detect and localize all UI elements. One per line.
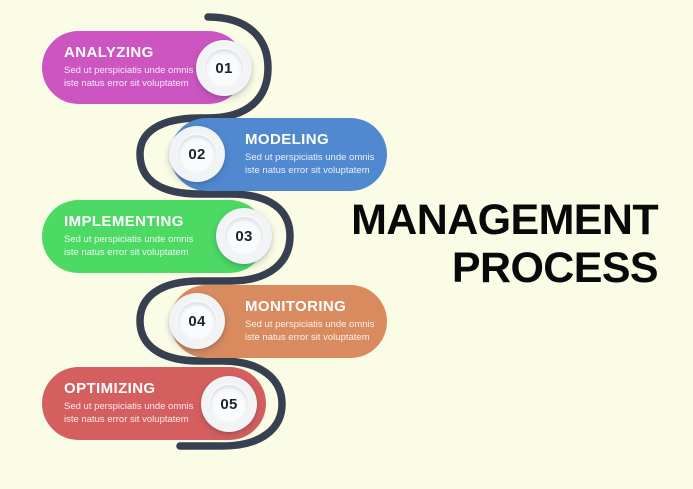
step-badge-3[interactable]: 03 xyxy=(216,208,272,264)
step-badge-5[interactable]: 05 xyxy=(201,376,257,432)
step-title-4: MONITORING xyxy=(245,297,347,315)
step-title-5: OPTIMIZING xyxy=(64,379,156,397)
page-title: MANAGEMENT PROCESS xyxy=(303,196,659,293)
step-description-5: Sed ut perspiciatis unde omnis iste natu… xyxy=(64,401,194,426)
step-number-3: 03 xyxy=(235,227,253,245)
step-title-1: ANALYZING xyxy=(64,43,154,61)
step-description-3: Sed ut perspiciatis unde omnis iste natu… xyxy=(64,234,194,259)
step-badge-1[interactable]: 01 xyxy=(196,40,252,96)
step-description-4: Sed ut perspiciatis unde omnis iste natu… xyxy=(245,319,375,344)
step-title-3: IMPLEMENTING xyxy=(64,212,184,230)
step-description-2: Sed ut perspiciatis unde omnis iste natu… xyxy=(245,152,375,177)
step-description-1: Sed ut perspiciatis unde omnis iste natu… xyxy=(64,65,194,90)
step-number-2: 02 xyxy=(188,145,206,163)
step-badge-2[interactable]: 02 xyxy=(169,126,225,182)
step-number-1: 01 xyxy=(215,59,233,77)
page-title-line-1: MANAGEMENT xyxy=(351,196,659,244)
page-title-line-2: PROCESS xyxy=(451,244,659,293)
step-number-4: 04 xyxy=(188,312,206,330)
step-number-5: 05 xyxy=(220,395,238,413)
step-title-2: MODELING xyxy=(245,130,330,148)
step-badge-4[interactable]: 04 xyxy=(169,293,225,349)
